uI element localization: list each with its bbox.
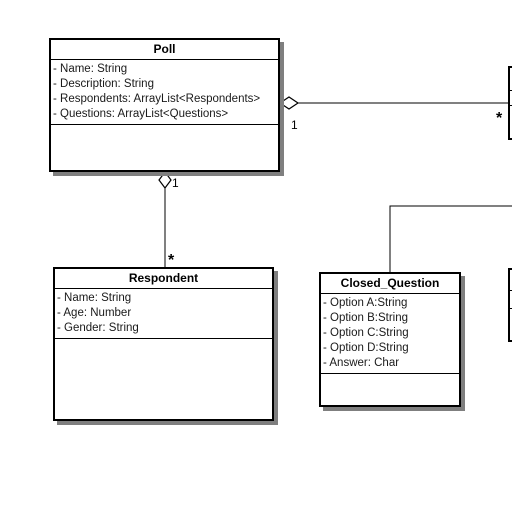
closed-question-attribute: - Option B:String bbox=[323, 312, 409, 324]
closed-question-attribute: - Option C:String bbox=[323, 327, 409, 339]
class-partial-right-bottom bbox=[508, 268, 512, 342]
closed-question-attribute: - Option D:String bbox=[323, 342, 409, 354]
class-respondent-attributes: - Name: String - Age: Number - Gender: S… bbox=[55, 289, 272, 339]
generalization-line-closed-question bbox=[389, 205, 512, 272]
respondent-attribute: - Gender: String bbox=[57, 322, 139, 334]
poll-attribute: - Respondents: ArrayList<Respondents> bbox=[53, 93, 261, 105]
multiplicity-poll-respondent-target: * bbox=[168, 252, 175, 269]
aggregation-diamond-poll-respondent bbox=[158, 171, 172, 189]
class-poll-name: Poll bbox=[51, 40, 278, 60]
class-closed-question-attributes: - Option A:String - Option B:String - Op… bbox=[321, 294, 459, 374]
closed-question-attribute: - Option A:String bbox=[323, 297, 408, 309]
aggregation-diamond-poll-right bbox=[278, 96, 300, 110]
multiplicity-poll-right-source: 1 bbox=[291, 118, 298, 132]
multiplicity-poll-respondent-source: 1 bbox=[172, 176, 179, 190]
class-respondent-name: Respondent bbox=[55, 269, 272, 289]
closed-question-attribute: - Answer: Char bbox=[323, 357, 400, 369]
class-respondent[interactable]: Respondent - Name: String - Age: Number … bbox=[53, 267, 274, 421]
class-closed-question[interactable]: Closed_Question - Option A:String - Opti… bbox=[319, 272, 461, 407]
poll-attribute: - Name: String bbox=[53, 63, 128, 75]
poll-attribute: - Questions: ArrayList<Questions> bbox=[53, 108, 229, 120]
class-partial-right-top bbox=[508, 66, 512, 140]
multiplicity-poll-right-target: * bbox=[496, 110, 503, 127]
class-poll-attributes: - Name: String - Description: String - R… bbox=[51, 60, 278, 125]
class-closed-question-name: Closed_Question bbox=[321, 274, 459, 294]
respondent-attribute: - Name: String bbox=[57, 292, 132, 304]
poll-attribute: - Description: String bbox=[53, 78, 154, 90]
class-poll[interactable]: Poll - Name: String - Description: Strin… bbox=[49, 38, 280, 172]
respondent-attribute: - Age: Number bbox=[57, 307, 132, 319]
